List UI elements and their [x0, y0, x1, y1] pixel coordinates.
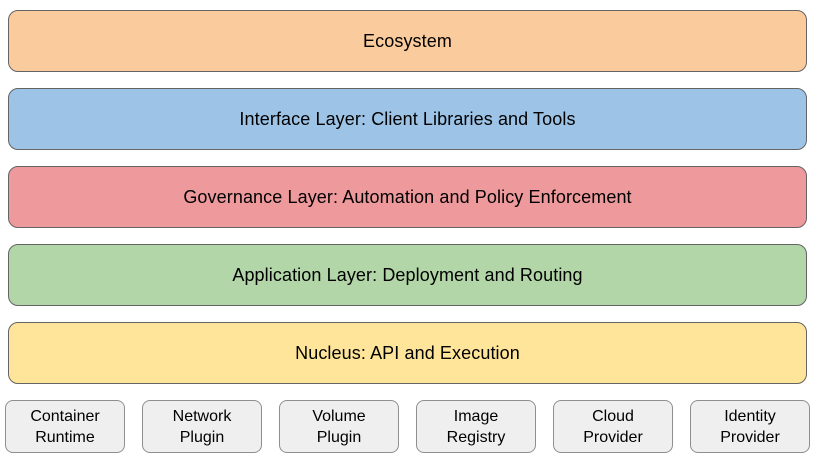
provider-box-container-runtime: Container Runtime — [5, 400, 125, 453]
provider-label-identity-provider: Identity Provider — [720, 407, 780, 446]
layer-application: Application Layer: Deployment and Routin… — [8, 244, 807, 306]
provider-box-volume-plugin: Volume Plugin — [279, 400, 399, 453]
layer-interface: Interface Layer: Client Libraries and To… — [8, 88, 807, 150]
provider-label-cloud-provider: Cloud Provider — [583, 407, 643, 446]
layer-application-label: Application Layer: Deployment and Routin… — [232, 264, 583, 285]
layer-ecosystem-label: Ecosystem — [363, 30, 452, 51]
layer-stack: Ecosystem Interface Layer: Client Librar… — [8, 10, 807, 384]
layer-governance-label: Governance Layer: Automation and Policy … — [183, 186, 632, 207]
layer-nucleus: Nucleus: API and Execution — [8, 322, 807, 384]
provider-box-identity-provider: Identity Provider — [690, 400, 810, 453]
layer-nucleus-label: Nucleus: API and Execution — [295, 342, 520, 363]
layer-governance: Governance Layer: Automation and Policy … — [8, 166, 807, 228]
provider-label-container-runtime: Container Runtime — [30, 407, 100, 446]
provider-box-network-plugin: Network Plugin — [142, 400, 262, 453]
provider-label-volume-plugin: Volume Plugin — [312, 407, 366, 446]
provider-row: Container Runtime Network Plugin Volume … — [0, 400, 815, 453]
provider-label-image-registry: Image Registry — [446, 407, 506, 446]
layer-interface-label: Interface Layer: Client Libraries and To… — [239, 108, 576, 129]
provider-label-network-plugin: Network Plugin — [172, 407, 232, 446]
provider-box-image-registry: Image Registry — [416, 400, 536, 453]
layer-ecosystem: Ecosystem — [8, 10, 807, 72]
provider-box-cloud-provider: Cloud Provider — [553, 400, 673, 453]
